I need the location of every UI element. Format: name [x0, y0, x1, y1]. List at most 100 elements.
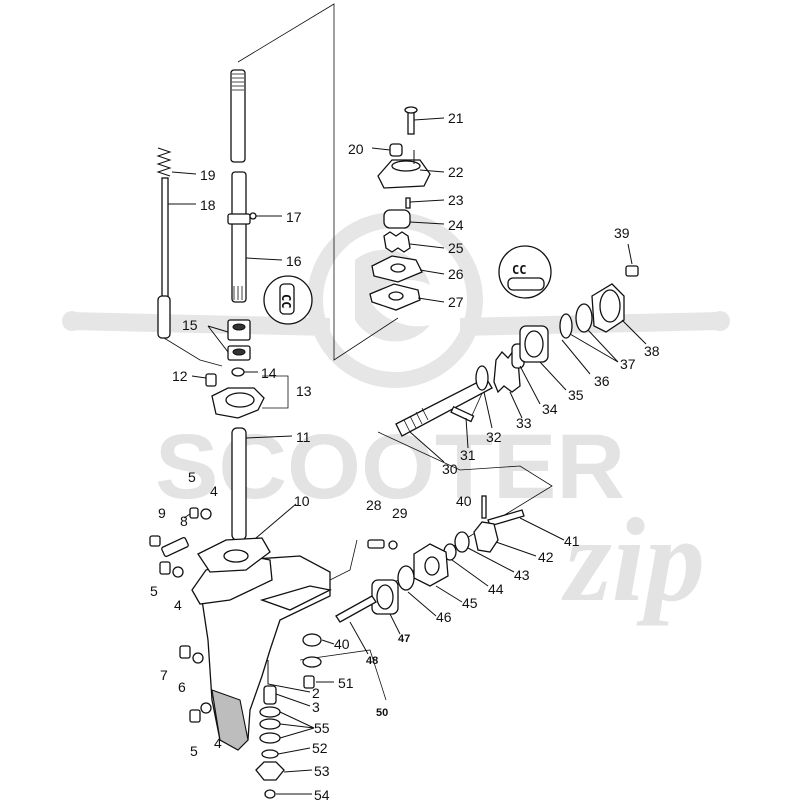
water-tube-11: [231, 427, 247, 541]
water-pump-assembly: [369, 106, 431, 311]
callout-labels: 21 20 22 19 23 18 17 24 39 25 16 26 27 1…: [150, 110, 660, 803]
callout-40-lower: 40: [334, 636, 350, 652]
callout-30: 30: [442, 461, 458, 477]
leader-47: [389, 613, 401, 635]
leader-31: [465, 417, 469, 449]
callout-21: 21: [448, 110, 464, 126]
leader-33: [509, 391, 523, 419]
leader-43: [467, 547, 515, 573]
callout-11: 11: [296, 429, 311, 445]
callout-31: 31: [460, 447, 476, 463]
driveshaft-pinion-splines: [233, 286, 243, 300]
propeller-shaft-30-splines: [403, 407, 429, 433]
shift-rod-spring: [156, 147, 172, 177]
shift-rod-lower: [157, 295, 171, 339]
cc-badge-left: CC: [263, 275, 313, 325]
bearing-35-race: [524, 330, 544, 358]
leader-15: [207, 325, 229, 353]
callout-43: 43: [514, 567, 530, 583]
gear-45-face: [424, 556, 440, 576]
leader-35: [539, 361, 567, 391]
shift-rod-assembly: [156, 147, 172, 339]
callout-44: 44: [488, 581, 504, 597]
propeller-shaft-30: [395, 377, 493, 437]
callout-46: 46: [436, 609, 452, 625]
callout-28: 28: [366, 497, 382, 513]
callout-5-top: 5: [188, 469, 196, 485]
bolt-21-head: [404, 106, 418, 114]
leader-12: [191, 375, 207, 379]
callout-16: 16: [286, 253, 302, 269]
driveshaft-bracket-line: [237, 3, 399, 361]
leader-10: [255, 503, 297, 539]
watermark-brand: SCOOTER: [155, 416, 625, 518]
leader-42: [495, 541, 537, 557]
callout-24: 24: [448, 217, 464, 233]
screw-51: [303, 675, 315, 689]
callout-41: 41: [564, 533, 580, 549]
pin-17: [249, 212, 257, 220]
bolt-5-upper: [189, 507, 199, 519]
callout-52: 52: [312, 740, 328, 756]
callout-47: 47: [398, 633, 410, 645]
callout-5-middle: 5: [150, 583, 158, 599]
leader-23: [409, 199, 445, 203]
watermark-bar-left: [70, 312, 330, 336]
callout-42: 42: [538, 549, 554, 565]
shift-rod-link-line: [163, 337, 223, 367]
bolt-7: [179, 645, 191, 659]
driveshaft-bearings: [205, 319, 265, 419]
bearing-15-lower-bore: [232, 348, 246, 356]
callout-20: 20: [348, 141, 364, 157]
lower-casing: [149, 507, 332, 751]
lower-casing-skeg: [211, 689, 249, 751]
leader-44: [451, 559, 489, 587]
washer-6: [192, 652, 204, 664]
gasket-26-hole: [390, 263, 406, 273]
nut-20: [389, 143, 403, 157]
pin-40-upper: [481, 495, 487, 519]
leader-22: [413, 150, 445, 173]
seal-37: [575, 303, 593, 333]
callout-8: 8: [180, 513, 188, 529]
shim-46: [397, 565, 415, 591]
watermark-suffix: zip: [561, 493, 705, 626]
washer-55-middle: [259, 718, 281, 730]
callout-39: 39: [614, 225, 630, 241]
cam-28: [367, 539, 385, 549]
cc-badge-left-tube: [279, 283, 295, 315]
pin-23: [405, 197, 411, 209]
driveshaft-upper: [230, 69, 246, 163]
lower-bracket-line: [299, 649, 387, 701]
callout-17: 17: [286, 209, 302, 225]
callout-32: 32: [486, 429, 502, 445]
callout-38: 38: [644, 343, 660, 359]
washer-4-upper: [200, 508, 212, 520]
callout-50: 50: [376, 707, 388, 719]
callout-4-bottom: 4: [214, 735, 222, 751]
washer-52: [261, 749, 279, 759]
leader-53: [283, 769, 313, 773]
driveshaft-assembly: [227, 69, 257, 303]
bolt-39: [625, 265, 639, 277]
pin-40-lower: [302, 633, 322, 647]
bearing-housing-38-face: [599, 289, 621, 323]
ball-29: [388, 540, 398, 550]
driveshaft-lower: [231, 171, 247, 303]
oring-36: [559, 313, 573, 339]
cc-badge-left-label: CC: [279, 294, 293, 308]
leader-25: [409, 243, 445, 249]
leader-37: [569, 329, 619, 363]
lower-stack: [255, 633, 322, 799]
shift-rod-48: [335, 595, 377, 623]
driveshaft-splines: [232, 73, 244, 91]
leader-27: [417, 297, 445, 303]
callout-22: 22: [448, 164, 464, 180]
nut-54: [264, 789, 276, 799]
bolt-9: [149, 535, 161, 547]
bolt-5-lower: [189, 709, 201, 723]
washer-14: [231, 367, 245, 377]
callout-26: 26: [448, 266, 464, 282]
callout-6: 6: [178, 679, 186, 695]
